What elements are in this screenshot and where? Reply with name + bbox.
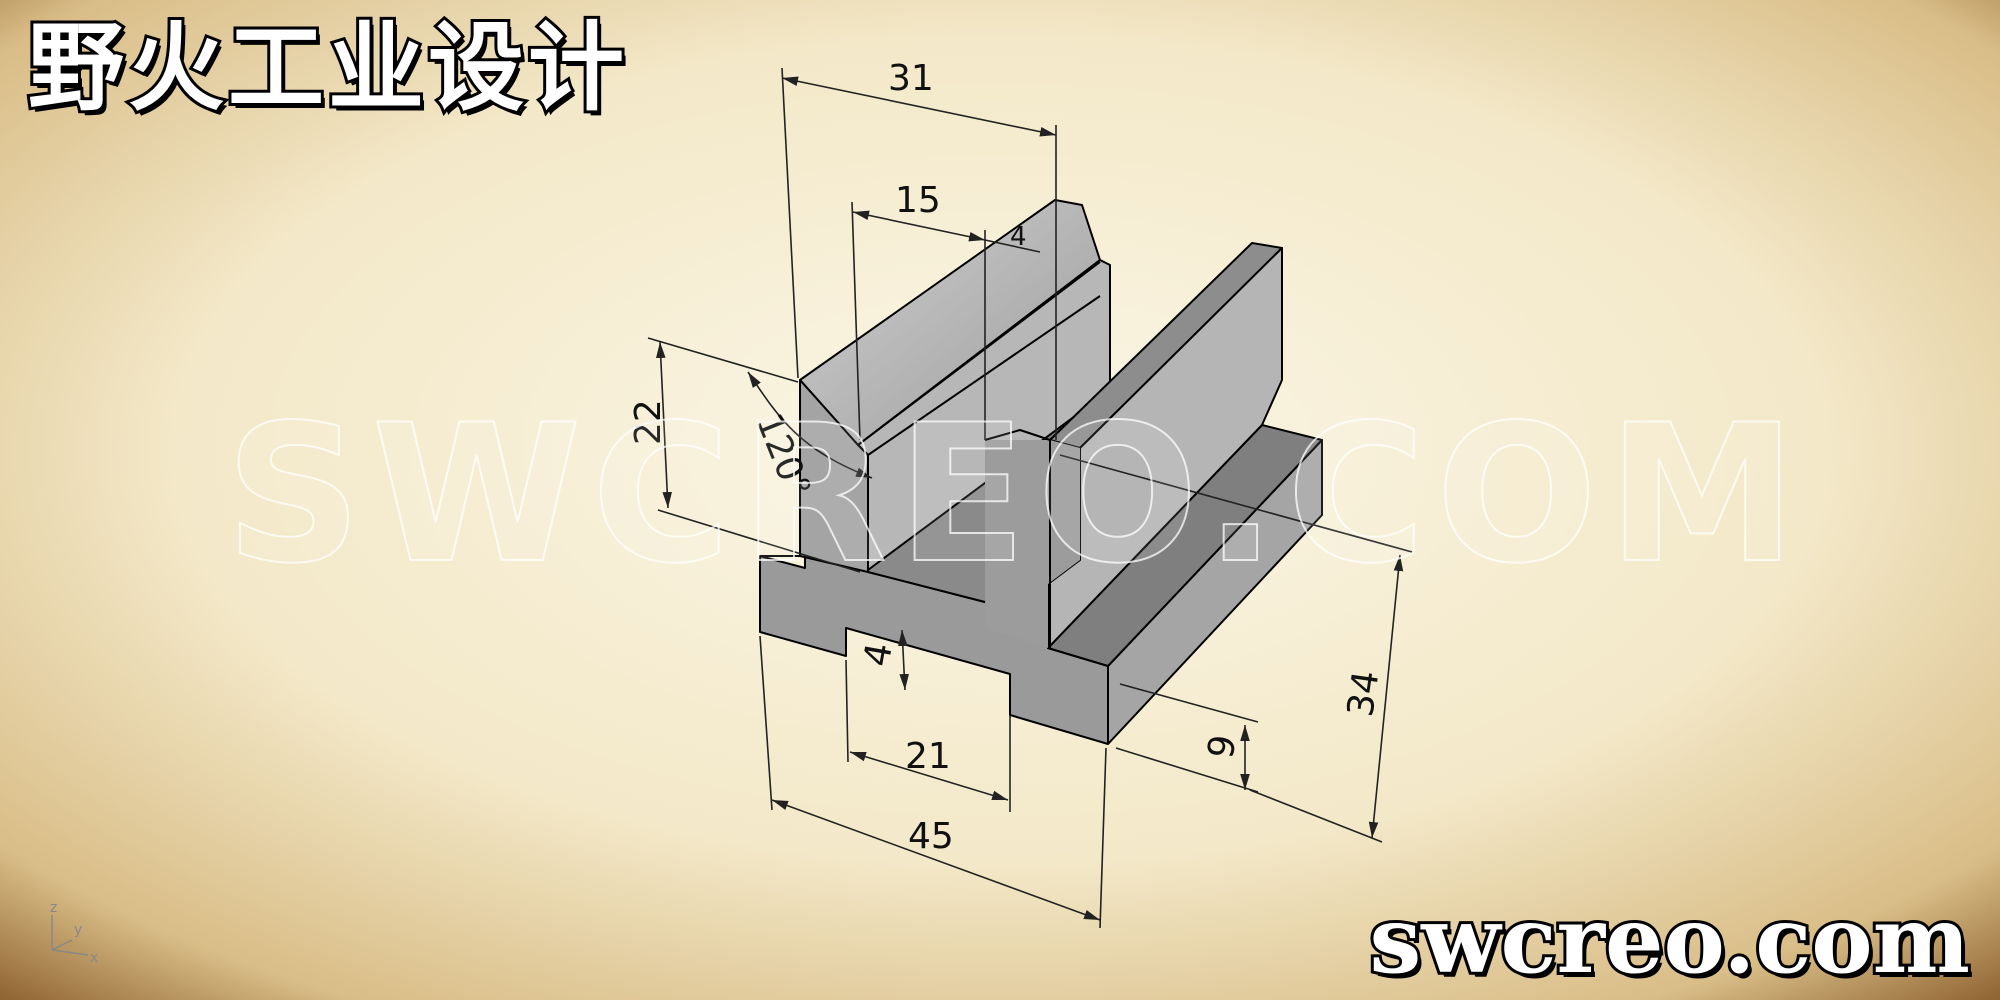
axis-triad: z y x	[50, 900, 98, 966]
dim-31: 31	[888, 58, 934, 99]
site-url-text: swcreo.com	[1366, 883, 1973, 997]
v-notch	[984, 429, 1051, 441]
dim-21: 21	[905, 736, 951, 777]
brand-title: 野火工业设计	[25, 8, 628, 127]
dim-22: 22	[628, 399, 669, 445]
watermark-text: SWCREO.COM	[224, 384, 1807, 605]
part-model	[759, 199, 1323, 745]
dim-4-top: 4	[1010, 222, 1027, 252]
axis-x-label: x	[90, 950, 98, 966]
dimension-lines	[647, 67, 1413, 929]
axis-y-label: y	[74, 922, 82, 938]
dim-15: 15	[895, 180, 941, 221]
dim-34: 34	[1340, 668, 1387, 719]
right-rail-front-face	[985, 440, 1080, 648]
dim-45: 45	[908, 816, 954, 857]
axis-z-label: z	[50, 900, 57, 916]
